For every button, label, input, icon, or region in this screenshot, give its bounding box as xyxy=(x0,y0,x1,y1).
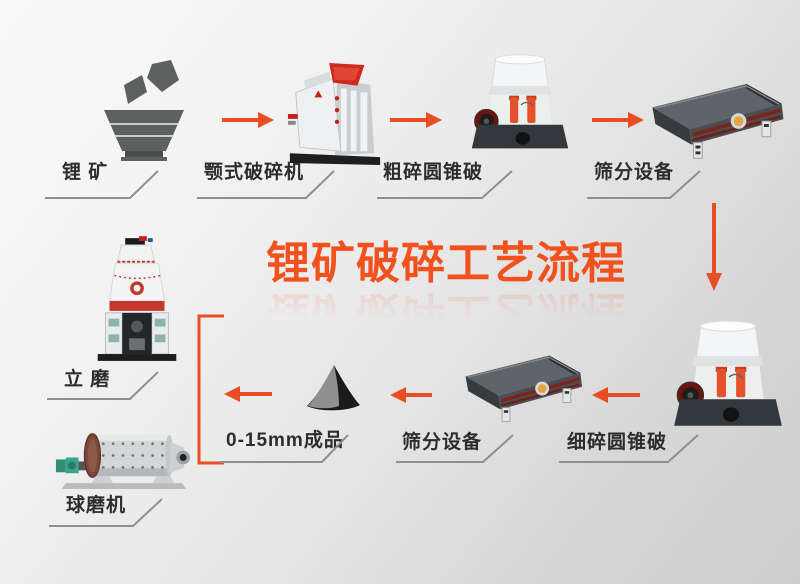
node-label-ball-mill: 球磨机 xyxy=(66,495,127,516)
page-title-reflection: 锂矿破碎工艺流程 xyxy=(266,288,626,338)
label-underline xyxy=(559,434,699,463)
node-label-vertical-mill: 立 磨 xyxy=(64,369,111,390)
arrow-right-icon xyxy=(390,112,442,128)
branch-bracket-line xyxy=(197,314,224,465)
product-pile-icon xyxy=(307,365,360,411)
label-underline xyxy=(197,170,335,199)
vibrating-screen-icon xyxy=(652,83,784,159)
arrow-left-icon xyxy=(224,386,272,402)
arrow-right-icon xyxy=(222,112,274,128)
label-underline xyxy=(219,434,349,463)
node-label-lithium-ore: 锂 矿 xyxy=(62,162,109,183)
arrow-left-icon xyxy=(592,387,640,403)
node-label-jaw-crusher: 颚式破碎机 xyxy=(204,162,305,183)
label-underline xyxy=(49,498,163,527)
lithium-ore-icon xyxy=(104,60,184,161)
label-underline xyxy=(47,371,159,400)
vertical-mill-icon xyxy=(97,236,177,361)
node-label-screen-bottom: 筛分设备 xyxy=(402,432,483,453)
node-label-product: 0-15mm成品 xyxy=(226,430,344,451)
arrow-down-icon xyxy=(706,203,722,291)
label-underline xyxy=(377,170,513,199)
jaw-crusher-icon xyxy=(287,63,381,165)
label-underline xyxy=(45,170,159,199)
node-label-screen-top: 筛分设备 xyxy=(594,162,675,183)
arrow-left-icon xyxy=(390,387,432,403)
cone-crusher-icon xyxy=(471,54,569,149)
node-label-fine-cone: 细碎圆锥破 xyxy=(567,432,668,453)
label-underline xyxy=(396,434,514,463)
arrow-right-icon xyxy=(592,112,644,128)
node-label-coarse-cone: 粗碎圆锥破 xyxy=(383,162,484,183)
ball-mill-icon xyxy=(55,433,191,490)
cone-crusher-icon xyxy=(674,320,782,426)
page-title: 锂矿破碎工艺流程 xyxy=(266,239,626,288)
vibrating-screen-icon xyxy=(465,355,583,422)
label-underline xyxy=(587,170,701,199)
